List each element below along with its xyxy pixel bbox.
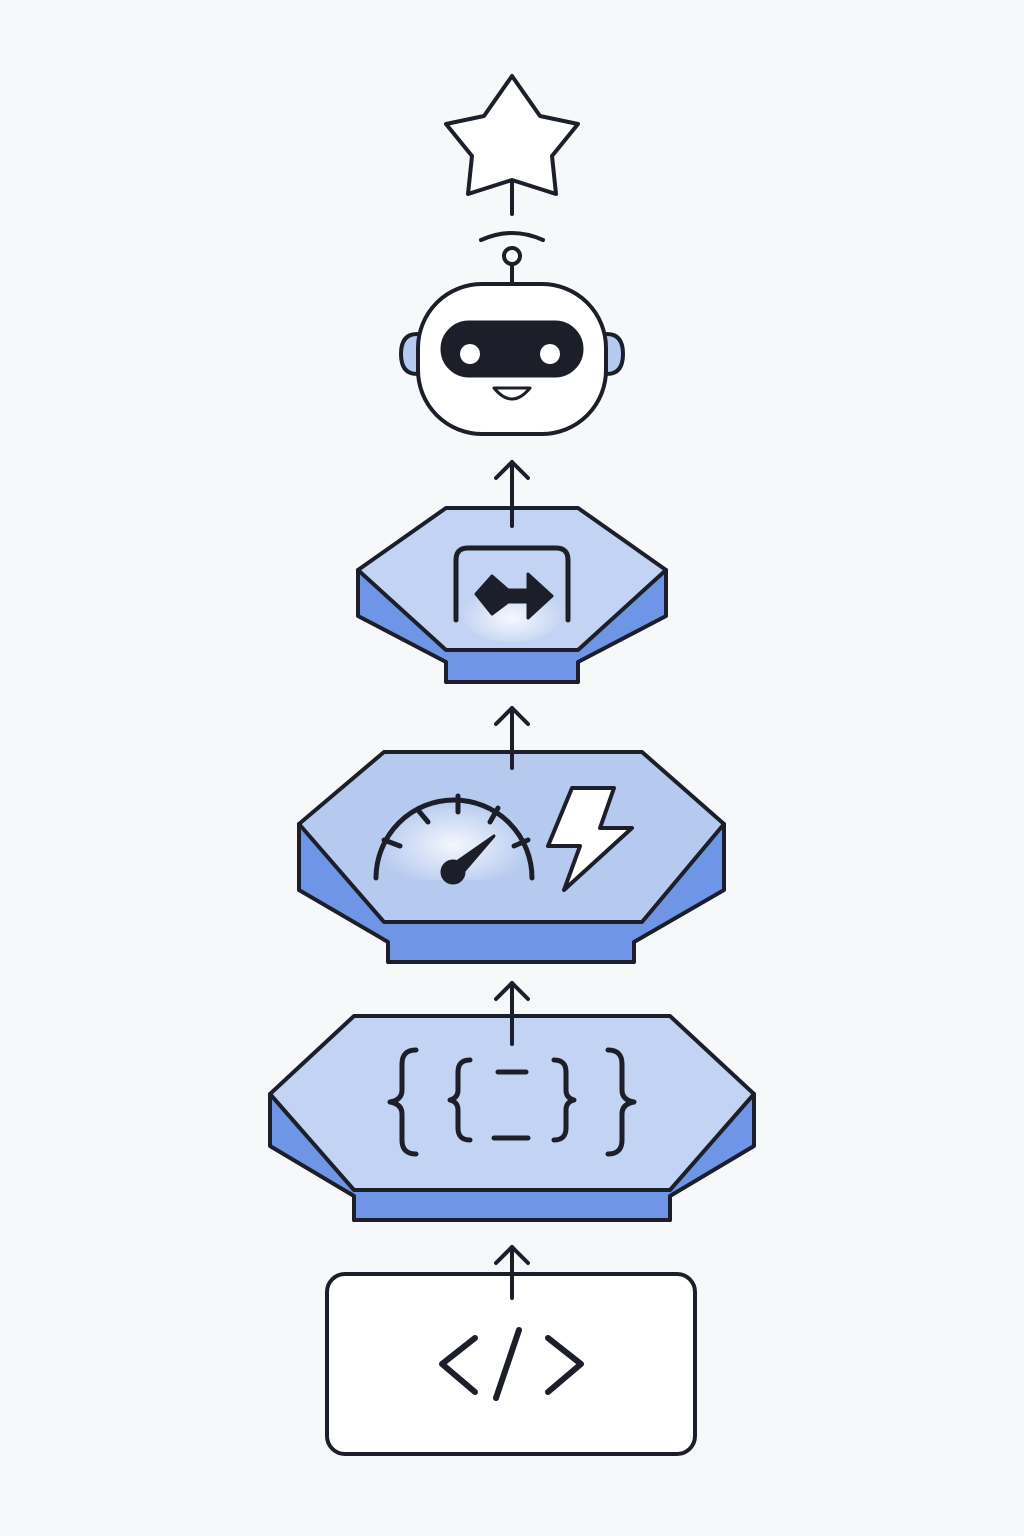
arrow-connector <box>494 706 530 770</box>
structured-data-layer <box>268 1014 756 1222</box>
robot-icon <box>399 231 625 436</box>
star-icon <box>444 74 580 196</box>
speedometer-icon <box>373 792 535 885</box>
code-brackets-icon <box>439 1327 584 1401</box>
routing-layer <box>356 506 668 684</box>
arrow-connector <box>494 981 530 1046</box>
source-code-node <box>325 1272 697 1456</box>
performance-layer <box>297 750 726 964</box>
arrow-connector <box>494 1245 530 1300</box>
arrow-connector <box>494 460 530 528</box>
curly-braces-icon <box>387 1047 637 1157</box>
forward-arrow-icon <box>453 545 571 623</box>
lightning-icon <box>546 786 634 892</box>
